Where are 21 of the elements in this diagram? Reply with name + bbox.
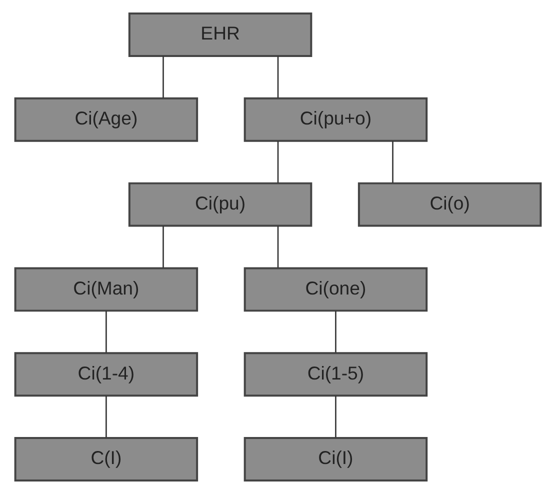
connector xyxy=(277,141,279,183)
connector xyxy=(335,396,336,438)
connector xyxy=(392,141,394,183)
connector xyxy=(277,56,279,98)
node-box: Ci(I) xyxy=(244,437,428,482)
node-box: Ci(1-5) xyxy=(244,352,428,397)
connector xyxy=(335,310,336,353)
node-box: Ci(1-4) xyxy=(14,352,198,397)
node-box: Ci(pu+o) xyxy=(244,97,428,142)
connector xyxy=(106,396,107,438)
node-box: C(I) xyxy=(14,437,198,482)
node-box: Ci(pu) xyxy=(128,182,312,227)
node-box: Ci(o) xyxy=(358,182,542,227)
node-box: Ci(Man) xyxy=(14,267,198,312)
connector xyxy=(162,226,164,268)
connector xyxy=(277,226,279,268)
connector xyxy=(162,56,164,98)
node-box: EHR xyxy=(128,12,312,57)
node-box: Ci(one) xyxy=(244,267,428,312)
node-box: Ci(Age) xyxy=(14,97,198,142)
connector xyxy=(106,310,107,353)
